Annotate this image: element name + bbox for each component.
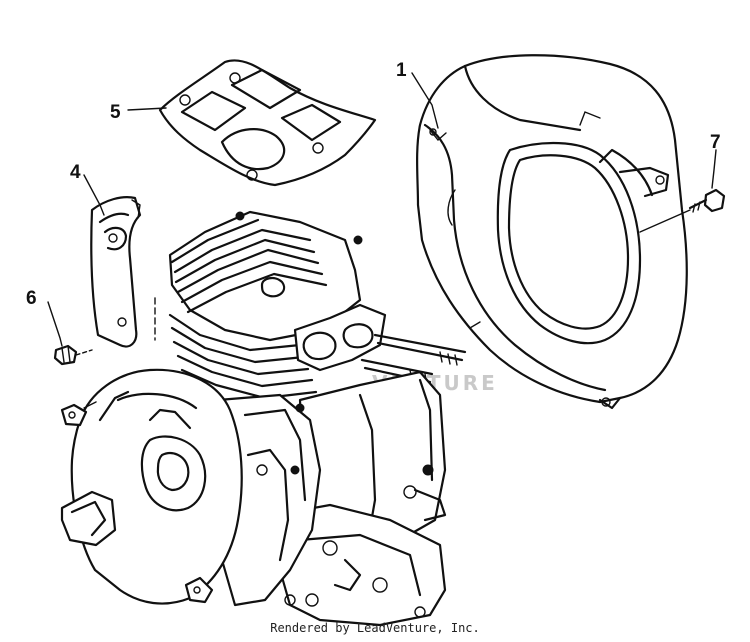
render-credit: Rendered by LeadVenture, Inc.: [270, 621, 480, 635]
side-shield-part[interactable]: [90, 196, 142, 348]
blower-housing-part[interactable]: [416, 54, 688, 410]
engine-block-part: [60, 210, 467, 627]
screw-part[interactable]: [53, 344, 93, 366]
callout-5-label[interactable]: 5: [110, 102, 121, 123]
leader-lines: [47, 72, 717, 347]
cylinder-head-shroud-part[interactable]: [158, 59, 377, 187]
callout-4-label[interactable]: 4: [70, 162, 81, 183]
callout-1-label[interactable]: 1: [396, 60, 407, 81]
bolt-part[interactable]: [688, 188, 726, 213]
callout-6-label[interactable]: 6: [26, 288, 37, 309]
callout-7-label[interactable]: 7: [710, 132, 721, 153]
